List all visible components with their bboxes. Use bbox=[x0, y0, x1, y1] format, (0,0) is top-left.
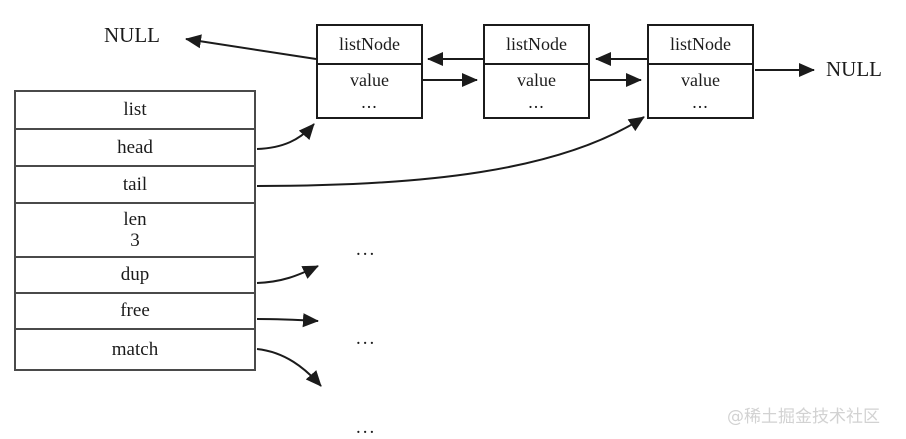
list-node-1: listNode value ... bbox=[316, 24, 423, 119]
ellipsis-match: ... bbox=[356, 417, 377, 438]
struct-row-head: head bbox=[16, 130, 254, 167]
ellipsis-free: ... bbox=[356, 328, 377, 349]
list-node-2-title: listNode bbox=[485, 26, 588, 65]
list-struct-table: list head tail len 3 dup free match bbox=[14, 90, 256, 371]
list-node-1-body: value ... bbox=[318, 65, 421, 117]
struct-value-len: 3 bbox=[130, 230, 140, 251]
list-node-2-body: value ... bbox=[485, 65, 588, 117]
arrow-dup-to-ellipsis bbox=[256, 265, 319, 284]
struct-label-head: head bbox=[117, 136, 153, 158]
arrow-head-to-node1 bbox=[256, 123, 315, 150]
struct-label-tail: tail bbox=[122, 173, 148, 195]
struct-label-list: list bbox=[123, 99, 147, 121]
watermark-text: @稀土掘金技术社区 bbox=[727, 407, 880, 427]
arrow-tail-to-node3 bbox=[256, 116, 645, 187]
list-node-2-value: value bbox=[517, 69, 556, 90]
struct-label-free: free bbox=[120, 300, 150, 322]
struct-row-free: free bbox=[16, 294, 254, 330]
struct-label-dup: dup bbox=[120, 264, 150, 286]
arrow-free-to-ellipsis bbox=[256, 313, 319, 328]
list-node-3-body: value ... bbox=[649, 65, 752, 117]
list-node-1-more: ... bbox=[361, 92, 378, 112]
struct-label-len: len bbox=[123, 208, 147, 230]
null-label-left: NULL bbox=[104, 23, 160, 47]
list-node-1-value: value bbox=[350, 69, 389, 90]
list-node-2: listNode value ... bbox=[483, 24, 590, 119]
list-node-3-value: value bbox=[681, 69, 720, 90]
null-label-right: NULL bbox=[826, 57, 882, 81]
list-node-2-more: ... bbox=[528, 92, 545, 112]
list-node-1-title: listNode bbox=[318, 26, 421, 65]
ellipsis-dup: ... bbox=[356, 239, 377, 260]
arrow-node1-prev-to-null bbox=[185, 34, 317, 60]
list-node-3-title: listNode bbox=[649, 26, 752, 65]
list-node-3-more: ... bbox=[692, 92, 709, 112]
struct-row-match: match bbox=[16, 330, 254, 369]
struct-row-tail: tail bbox=[16, 167, 254, 204]
list-node-3: listNode value ... bbox=[647, 24, 754, 119]
struct-label-match: match bbox=[111, 338, 159, 360]
struct-row-list: list bbox=[16, 92, 254, 130]
arrow-match-to-ellipsis bbox=[256, 348, 322, 387]
struct-row-len: len 3 bbox=[16, 204, 254, 258]
struct-row-dup: dup bbox=[16, 258, 254, 294]
